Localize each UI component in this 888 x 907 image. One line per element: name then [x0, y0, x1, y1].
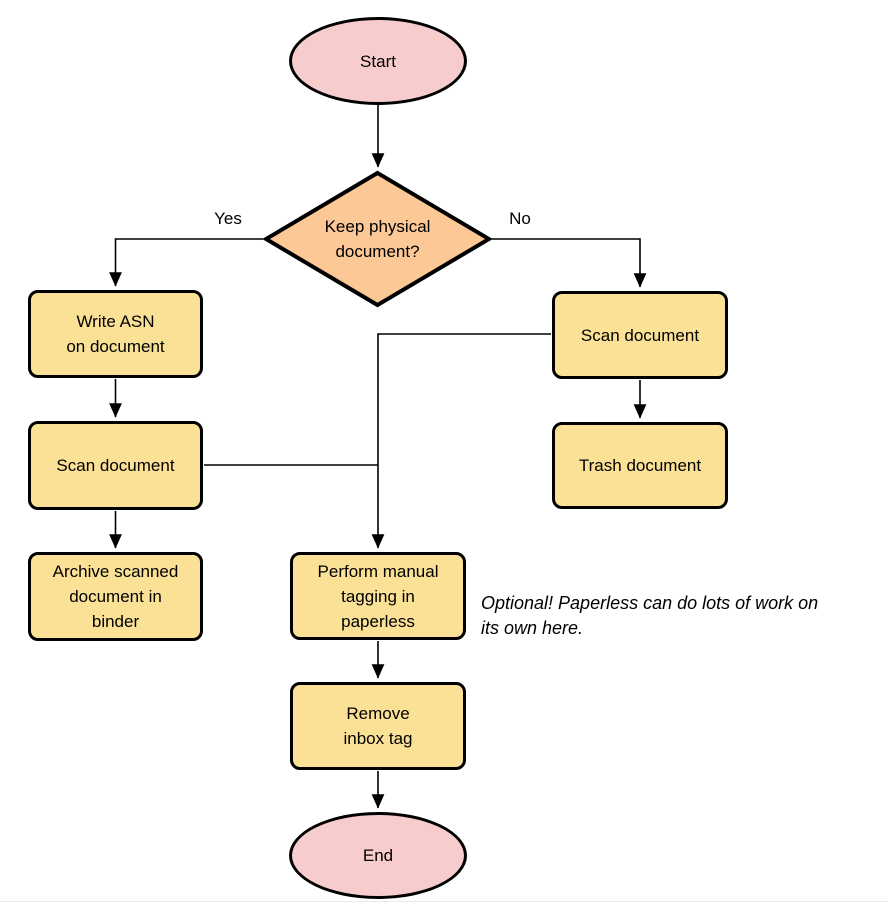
node-scan-document-left: Scan document: [28, 421, 203, 510]
node-trash-document: Trash document: [552, 422, 728, 509]
node-scan-document-right: Scan document: [552, 291, 728, 379]
node-remove-inbox-tag-label: Remove inbox tag: [343, 704, 413, 748]
node-write-asn: Write ASN on document: [28, 290, 203, 378]
edge-scan-right-to-tagging: [371, 333, 551, 549]
node-archive-scanned: Archive scanned document in binder: [28, 552, 203, 641]
node-decision: Keep physical document?: [262, 170, 493, 308]
node-start-label: Start: [360, 51, 396, 71]
node-manual-tagging-label: Perform manual tagging in paperless: [317, 561, 439, 631]
decision-diamond-shape: [262, 170, 493, 308]
edge-label-no: No: [509, 209, 531, 228]
node-trash-document-label: Trash document: [578, 456, 702, 475]
node-scan-document-left-label: Scan document: [56, 456, 175, 475]
edge-decision-to-write-asn: [109, 238, 263, 287]
node-decision-label: Keep physical document?: [324, 217, 431, 261]
window-bottom-border: [0, 901, 888, 902]
node-scan-document-right-label: Scan document: [580, 325, 700, 345]
node-manual-tagging: Perform manual tagging in paperless: [290, 552, 466, 640]
node-archive-scanned-label: Archive scanned document in binder: [52, 562, 179, 631]
node-end-label: End: [362, 846, 394, 865]
edge-label-yes: Yes: [214, 209, 242, 228]
node-start: Start: [289, 17, 467, 105]
node-end: End: [289, 812, 467, 899]
node-write-asn-label: Write ASN on document: [66, 312, 165, 356]
node-remove-inbox-tag: Remove inbox tag: [290, 682, 466, 770]
edge-decision-to-scan-right: [492, 238, 647, 288]
note-optional: Optional! Paperless can do lots of work …: [481, 593, 819, 638]
